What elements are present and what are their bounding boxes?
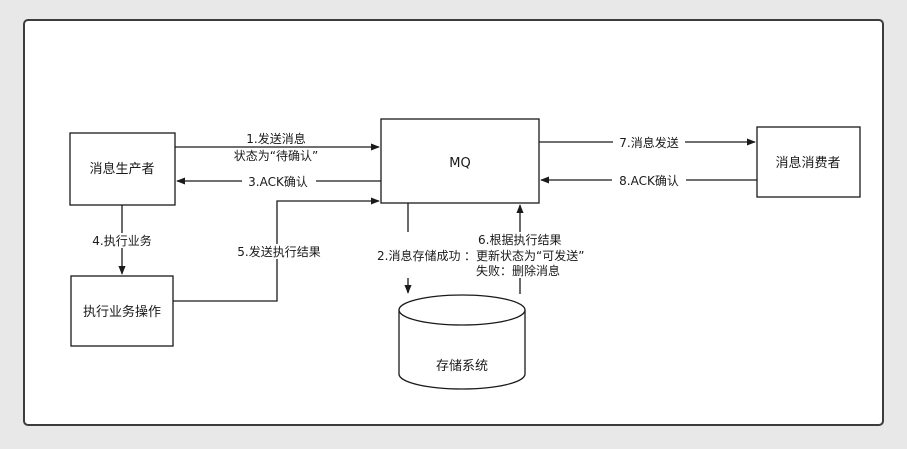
mq-label: MQ: [449, 156, 470, 171]
update-result-label-3: 失败：删除消息: [476, 263, 560, 278]
edge-ack-3: 3.ACK确认: [176, 174, 381, 189]
consumer-node: 消息消费者: [756, 126, 861, 198]
ack-8-label: 8.ACK确认: [619, 174, 679, 188]
producer-node: 消息生产者: [69, 132, 176, 206]
storage-node: 存储系统: [398, 294, 526, 390]
ack-3-label: 3.ACK确认: [248, 175, 308, 189]
edge-deliver-message: 7.消息发送: [539, 135, 756, 150]
update-result-label-1: 6.根据执行结果: [478, 233, 561, 247]
edge-send-result: 5.发送执行结果: [173, 197, 380, 302]
send-msg-label-1: 1.发送消息: [246, 131, 305, 146]
producer-label: 消息生产者: [89, 161, 154, 177]
execute-business-label: 4.执行业务: [92, 233, 151, 248]
business-op-node: 执行业务操作: [70, 275, 174, 347]
storage-label: 存储系统: [436, 359, 488, 374]
store-success-label: 2.消息存储成功: [377, 248, 460, 263]
send-msg-label-2: 状态为“待确认”: [234, 149, 318, 163]
edge-execute-business: 4.执行业务: [86, 205, 158, 275]
consumer-label: 消息消费者: [775, 155, 840, 171]
send-result-label: 5.发送执行结果: [237, 244, 320, 259]
storage-edge-labels: 6.根据执行结果 2.消息存储成功 ：更新状态为“可发送” 失败：删除消息: [376, 232, 598, 278]
deliver-msg-label: 7.消息发送: [619, 135, 678, 150]
business-op-label: 执行业务操作: [83, 304, 161, 320]
edge-ack-8: 8.ACK确认: [540, 173, 757, 188]
edge-send-message: 1.发送消息 状态为“待确认”: [175, 131, 380, 163]
mq-node: MQ: [380, 118, 540, 204]
update-result-label-2: ：更新状态为“可发送”: [464, 248, 584, 263]
